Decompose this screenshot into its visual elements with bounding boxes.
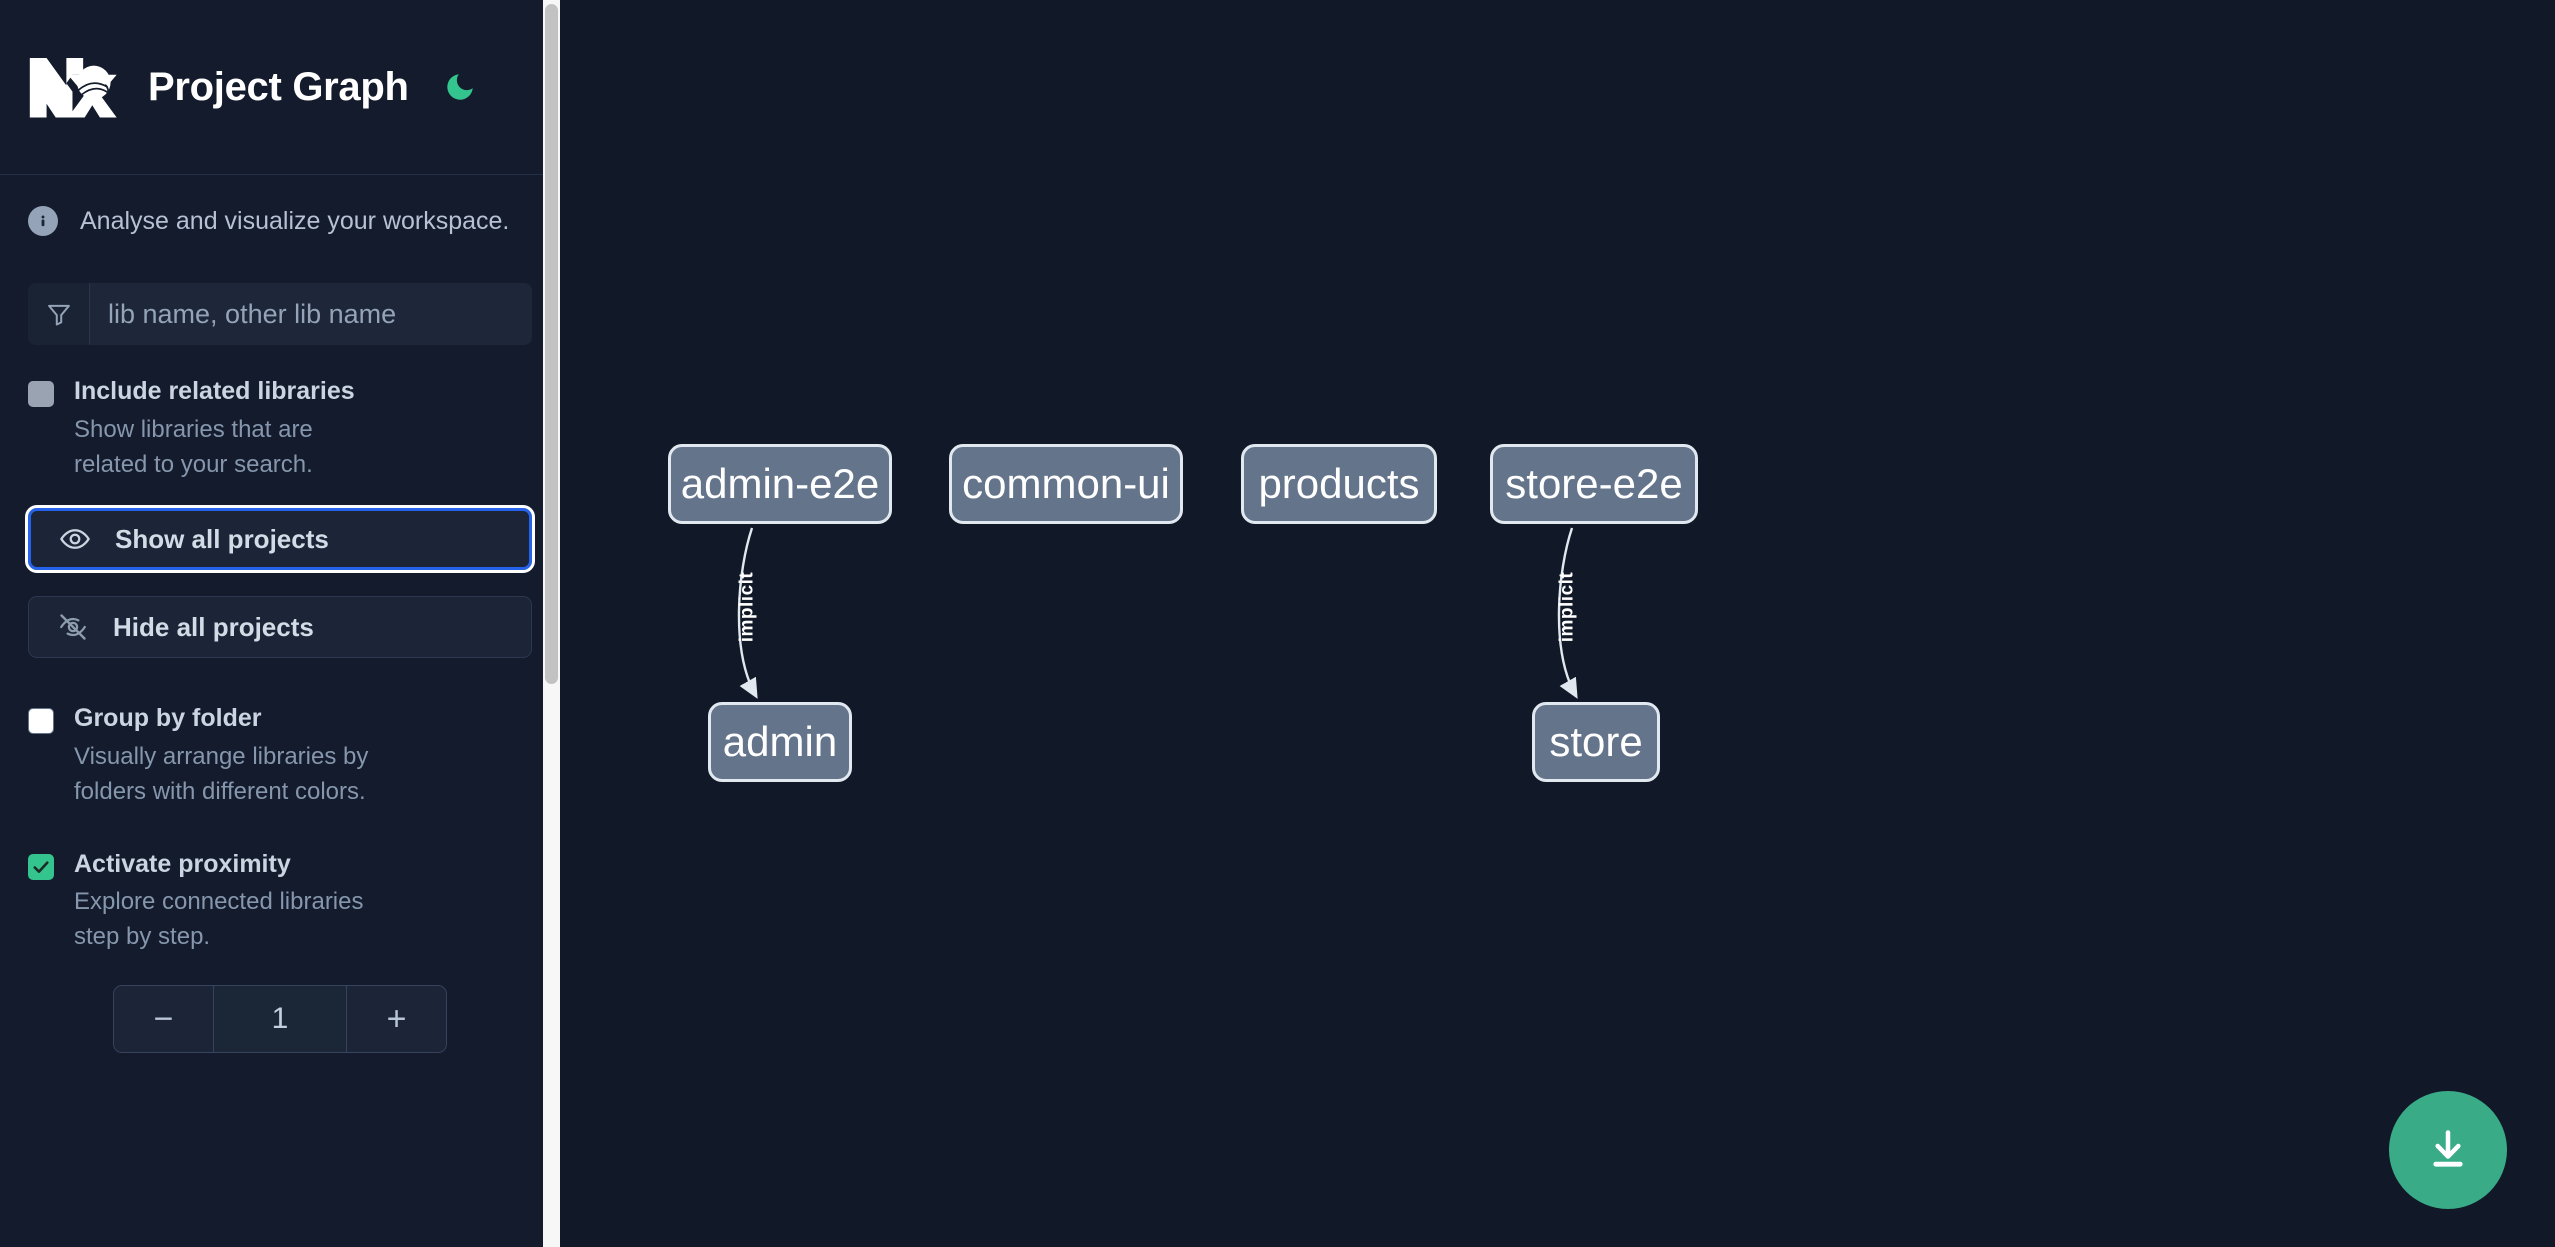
edge-admin-e2e-to-admin [737,527,758,699]
option-activate-proximity[interactable]: Activate proximity Explore connected lib… [28,848,532,955]
checkbox-group-by-folder[interactable] [28,708,54,735]
edge-store-e2e-to-store [1557,527,1578,699]
checkbox-include-related-libraries[interactable] [28,381,54,407]
eye-slash-icon [55,609,91,645]
sidebar-scrollbar-thumb[interactable] [545,4,558,684]
option-label: Group by folder [74,704,262,733]
graph-edges-layer [737,527,1578,699]
option-texts: Include related libraries Show libraries… [74,375,374,482]
check-icon [33,861,49,873]
sidebar-scrollbar-track[interactable] [543,0,560,1247]
option-texts: Group by folder Visually arrange librari… [74,702,374,809]
graph-node-common-ui[interactable]: common-ui [949,444,1183,524]
option-description: Explore connected libraries step by step… [74,888,364,951]
tagline-text: Analyse and visualize your workspace. [80,206,510,235]
proximity-stepper: − 1 + [113,985,447,1054]
sidebar-header: Project Graph [0,0,560,175]
proximity-stepper-wrapper: − 1 + [28,985,532,1054]
page-title: Project Graph [148,64,409,109]
graph-node-admin-e2e[interactable]: admin-e2e [668,444,892,524]
proximity-decrement-button[interactable]: − [114,986,214,1053]
nx-logo [29,58,117,118]
option-include-related-libraries[interactable]: Include related libraries Show libraries… [28,375,532,482]
moon-icon [446,74,473,100]
option-group-by-folder[interactable]: Group by folder Visually arrange librari… [28,702,532,809]
workspace-tagline: Analyse and visualize your workspace. [0,175,560,267]
option-description: Show libraries that are related to your … [74,415,313,478]
hide-all-projects-row: Hide all projects [28,596,532,659]
graph-canvas[interactable]: admin-e2e common-ui products store-e2e a… [560,0,2555,1247]
download-icon [2433,1130,2463,1167]
proximity-value[interactable]: 1 [214,986,346,1053]
edge-label-implicit-store: implicit [1556,571,1578,643]
graph-node-store[interactable]: store [1532,702,1660,782]
theme-toggle-button[interactable] [439,66,481,108]
graph-node-admin[interactable]: admin [708,702,852,782]
download-graph-button[interactable] [2389,1091,2507,1209]
sidebar: Project Graph Analyse and visualize your… [0,0,560,1247]
option-texts: Activate proximity Explore connected lib… [74,848,374,955]
option-label: Include related libraries [74,377,355,405]
graph-node-store-e2e[interactable]: store-e2e [1490,444,1698,524]
graph-node-products[interactable]: products [1241,444,1437,524]
show-all-projects-button[interactable]: Show all projects [25,505,535,574]
show-all-projects-row: Show all projects [25,505,535,574]
option-description: Visually arrange libraries by folders wi… [74,743,369,805]
checkbox-activate-proximity[interactable] [28,853,54,880]
hide-all-projects-button[interactable]: Hide all projects [28,596,532,659]
funnel-icon [28,283,90,345]
eye-icon [57,521,93,557]
edge-label-implicit-admin: implicit [736,571,758,643]
info-icon [28,206,58,236]
proximity-increment-button[interactable]: + [346,986,446,1053]
search-input[interactable] [90,283,532,345]
option-label: Activate proximity [74,849,291,878]
show-all-projects-label: Show all projects [115,523,329,554]
filter-input-wrapper[interactable] [28,283,532,345]
hide-all-projects-label: Hide all projects [113,611,314,642]
